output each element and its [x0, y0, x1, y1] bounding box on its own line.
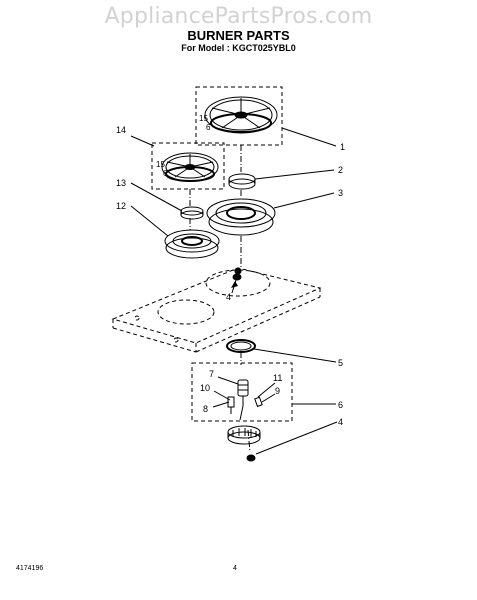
callout-15-small: 15 [156, 160, 165, 169]
diagram-title: BURNER PARTS [187, 28, 290, 43]
callout-13: 13 [116, 178, 126, 188]
callout-10: 10 [200, 383, 210, 393]
callout-6-small: 6 [163, 169, 168, 178]
callout-6-large: 6 [206, 123, 211, 132]
callout-4-upper: 4 [226, 292, 231, 302]
watermark: AppliancePartsPros.com [104, 4, 373, 29]
grate-large-box [195, 86, 283, 146]
callout-15-large: 15 [199, 114, 208, 123]
screw-lower [246, 454, 256, 462]
valve-assembly [227, 379, 263, 421]
document-number: 4174196 [16, 565, 44, 572]
orifice-holder [227, 425, 261, 445]
callout-2: 2 [338, 165, 343, 175]
callout-6: 6 [338, 400, 343, 410]
callout-1: 1 [340, 142, 345, 152]
callout-4-lower: 4 [338, 417, 343, 427]
callout-3: 3 [338, 188, 343, 198]
grate-small [161, 152, 219, 182]
cooktop-panel [111, 267, 322, 353]
callout-14: 14 [116, 125, 126, 135]
callout-7: 7 [209, 369, 214, 379]
seal-ring [226, 339, 256, 353]
model-subtitle: For Model : KGCT025YBL0 [181, 43, 296, 53]
panel-hole-marker [234, 267, 242, 275]
page-number: 4 [233, 565, 237, 572]
burner-base-large [206, 198, 276, 236]
callout-11: 11 [273, 373, 282, 383]
callout-8: 8 [203, 404, 208, 414]
grate-large [204, 96, 278, 134]
callout-5: 5 [338, 358, 343, 368]
callout-9: 9 [275, 386, 280, 396]
burner-cap-large [228, 173, 256, 190]
screw-upper [232, 273, 242, 281]
burner-base-small [164, 229, 220, 259]
callout-12: 12 [116, 201, 126, 211]
grate-small-box [151, 142, 225, 190]
valve-assembly-box [191, 362, 293, 422]
leader-lines [130, 127, 338, 455]
burner-cap-small [180, 206, 204, 220]
